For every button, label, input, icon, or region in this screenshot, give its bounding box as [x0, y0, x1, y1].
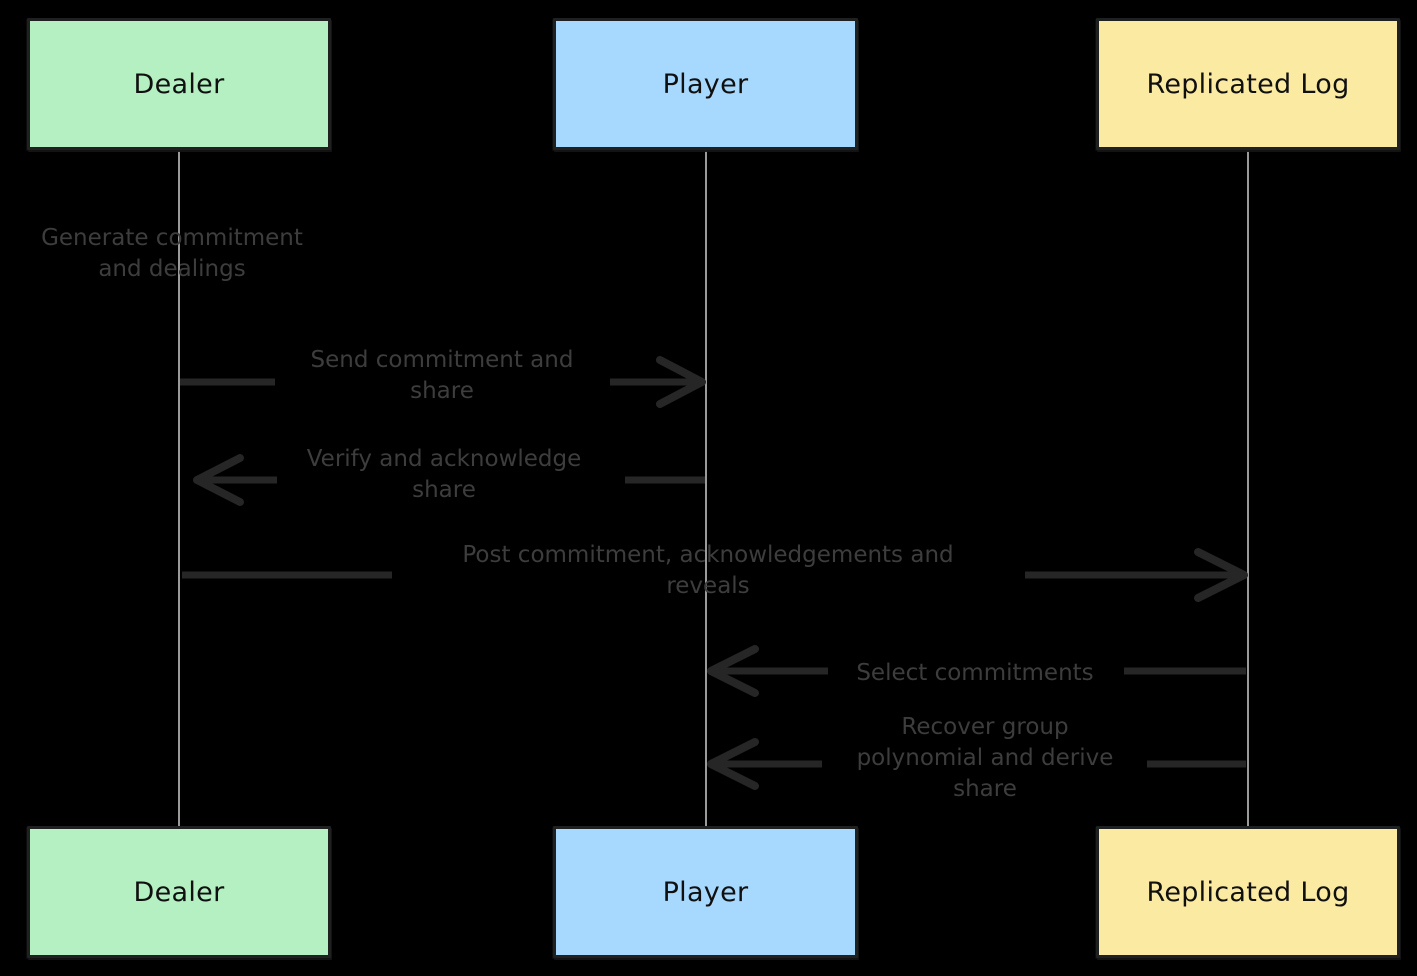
msg-label-post-commitment-acknowledgements-and-reveals: Post commitment, acknowledgements and re… — [462, 542, 954, 600]
msg-label-verify-and-acknowledge-share: Verify and acknowledge share — [306, 446, 582, 504]
participant-dealer-top[interactable]: Dealer — [27, 18, 331, 150]
participant-player-top[interactable]: Player — [553, 18, 858, 150]
msg-label-send-commitment-and-share: Send commitment and share — [310, 347, 574, 405]
note-generate-commitment: Generate commitment and dealings — [41, 225, 303, 283]
participant-replicated-log-bottom[interactable]: Replicated Log — [1096, 826, 1400, 958]
msg-label-select-commitments: Select commitments — [856, 660, 1094, 686]
arrow-msg-5 — [707, 738, 1246, 790]
participant-dealer-bottom-label: Dealer — [133, 876, 225, 908]
lifeline-dealer — [178, 150, 180, 835]
participant-player-top-label: Player — [662, 68, 749, 100]
participant-player-bottom[interactable]: Player — [553, 826, 858, 958]
msg-label-recover-group-polynomial-and-derive-share: Recover group polynomial and derive shar… — [856, 714, 1114, 803]
participant-player-bottom-label: Player — [662, 876, 749, 908]
arrow-msg-2 — [193, 454, 705, 506]
participant-dealer-bottom[interactable]: Dealer — [27, 826, 331, 958]
participant-replicated-log-top[interactable]: Replicated Log — [1096, 18, 1400, 150]
participant-replicated-log-top-label: Replicated Log — [1146, 68, 1350, 100]
participant-replicated-log-bottom-label: Replicated Log — [1146, 876, 1350, 908]
arrow-msg-1 — [180, 356, 706, 408]
arrow-msg-4 — [707, 645, 1246, 697]
arrow-msg-3 — [182, 548, 1248, 602]
lifeline-replicated-log — [1247, 150, 1249, 835]
participant-dealer-top-label: Dealer — [133, 68, 225, 100]
lifeline-player — [705, 150, 707, 835]
